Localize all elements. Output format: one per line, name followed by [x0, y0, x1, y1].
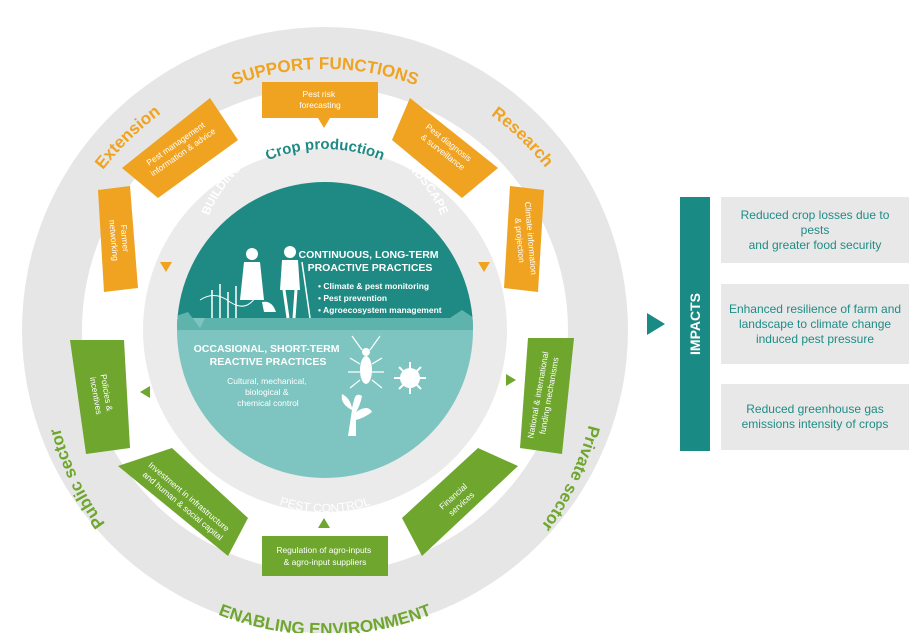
- enabling-box-financial-services: [402, 448, 518, 556]
- enabling-box-regulation: [262, 536, 388, 576]
- impact-box-greenhouse-gas: Reduced greenhouse gas emissions intensi…: [721, 384, 909, 450]
- impacts-bar: IMPACTS: [680, 197, 710, 451]
- enabling-box-investment-infrastructure: [118, 448, 248, 556]
- impacts-label-svg: IMPACTS: [687, 293, 703, 355]
- support-arrows: [160, 118, 490, 272]
- enabling-box-funding-mechanisms: [520, 338, 574, 454]
- support-box-pest-risk-forecasting: [262, 82, 378, 118]
- reactive-heading: OCCASIONAL, SHORT-TERM REACTIVE PRACTICE…: [194, 343, 343, 368]
- support-box-farmer-networking: [98, 186, 138, 292]
- support-box-pest-management-info: [122, 98, 238, 198]
- virus-icon: [394, 362, 426, 394]
- impact-line: Reduced crop losses due to pests: [740, 207, 890, 237]
- impact-line: emissions intensity of crops: [741, 417, 889, 431]
- enabling-arrows: [140, 374, 516, 528]
- reactive-items: Cultural, mechanical, biological & chemi…: [227, 376, 309, 408]
- impact-box-crop-losses: Reduced crop losses due to pests and gre…: [721, 197, 909, 263]
- support-box-climate-information: [504, 186, 544, 292]
- support-box-pest-diagnosis: [392, 98, 498, 198]
- impact-line: induced pest pressure: [755, 331, 875, 346]
- impact-box-resilience: Enhanced resilience of farm and landscap…: [721, 284, 909, 364]
- impact-line: Enhanced resilience of farm and: [728, 301, 902, 316]
- proactive-heading: CONTINUOUS, LONG-TERM PROACTIVE PRACTICE…: [299, 249, 442, 274]
- impacts-label: IMPACTS: [687, 293, 703, 355]
- enabling-box-policies-incentives: [70, 340, 130, 454]
- impact-line: landscape to climate change: [738, 316, 892, 331]
- regulation-label: Regulation of agro-inputs & agro-input s…: [276, 545, 373, 567]
- svg-text:PEST CONTROL: PEST CONTROL: [278, 494, 372, 515]
- pest-risk-label: Pest risk forecasting: [299, 89, 341, 110]
- impacts-arrow-icon: [647, 313, 665, 335]
- proactive-items: • Climate & pest monitoring • Pest preve…: [318, 281, 442, 315]
- pest-control-title: PEST CONTROL: [278, 494, 372, 515]
- impact-line: and greater food security: [748, 237, 882, 252]
- weed-plant-icon: [341, 394, 372, 436]
- insect-icon: [348, 335, 384, 389]
- impact-line: Reduced greenhouse gas: [746, 402, 884, 416]
- farmer-networking-label: Farmer networking: [107, 218, 132, 261]
- farmer-family-icon: [199, 246, 311, 319]
- climate-information-label: Climate information & projection: [512, 201, 540, 278]
